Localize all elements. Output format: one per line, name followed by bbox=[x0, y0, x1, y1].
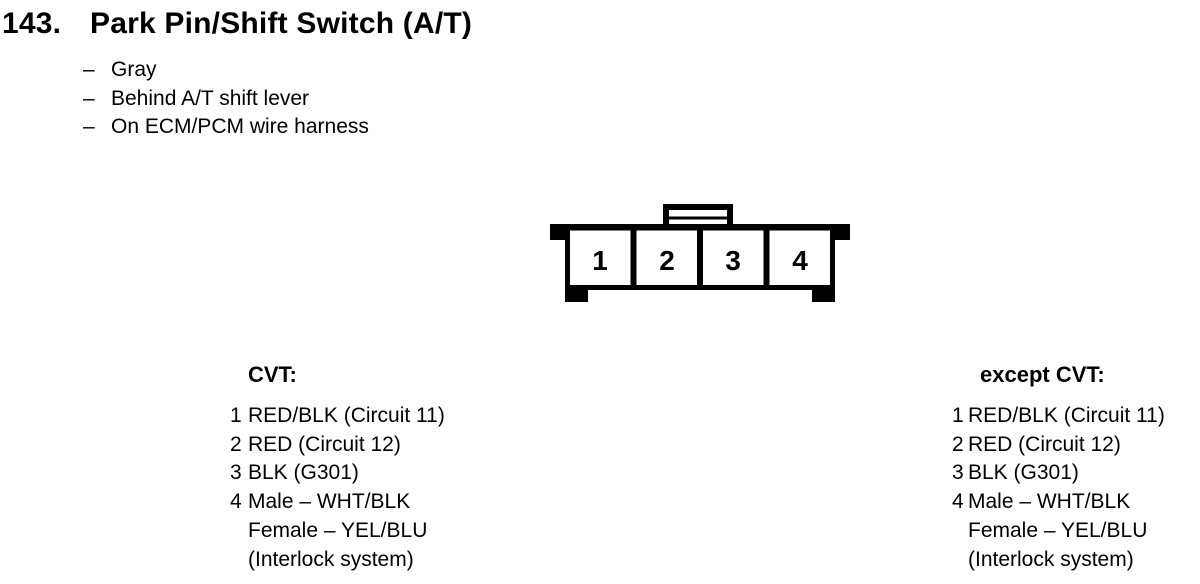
pin-list-row: 4 Male – WHT/BLK Female – YEL/BLU (Inter… bbox=[952, 488, 1165, 574]
pin-cavity-4-label: 4 bbox=[792, 245, 808, 276]
page-title-number: 143. bbox=[2, 7, 62, 40]
pin-number: 3 bbox=[952, 461, 964, 485]
pin-list-row: 3 BLK (G301) bbox=[230, 459, 445, 488]
bullet-note: – On ECM/PCM wire harness bbox=[83, 113, 369, 142]
pin-list-row: 2 RED (Circuit 12) bbox=[230, 431, 445, 460]
pin-cavity-1 bbox=[570, 230, 631, 285]
page-title-text: Park Pin/Shift Switch (A/T) bbox=[90, 7, 473, 40]
pin-cavity-3 bbox=[703, 230, 764, 285]
bullet-dash: – bbox=[83, 58, 95, 81]
pin-wire-description: RED (Circuit 12) bbox=[968, 432, 1121, 456]
bullet-text: Behind A/T shift lever bbox=[111, 86, 310, 110]
cvt-heading: CVT: bbox=[248, 362, 297, 387]
pin-wire-description: RED/BLK (Circuit 11) bbox=[248, 404, 445, 427]
pin-wire-description: (Interlock system) bbox=[248, 547, 414, 571]
bullet-text: On ECM/PCM wire harness bbox=[111, 115, 369, 139]
pin-list-row: 1 RED/BLK (Circuit 11) bbox=[952, 402, 1165, 431]
pin-list-row: 1 RED/BLK (Circuit 11) bbox=[230, 402, 445, 431]
bullet-text: Gray bbox=[111, 58, 157, 81]
page-title: 143. Park Pin/Shift Switch (A/T) bbox=[2, 5, 472, 43]
pin-cavity-4 bbox=[769, 230, 830, 285]
bullet-dash: – bbox=[83, 86, 95, 110]
pin-list-row: 3 BLK (G301) bbox=[952, 459, 1165, 488]
pin-number: 1 bbox=[952, 404, 964, 427]
connector-diagram: 1 2 3 4 bbox=[550, 204, 850, 302]
pin-cavity-2-label: 2 bbox=[659, 245, 675, 276]
except-cvt-pin-list: 1 RED/BLK (Circuit 11) 2 RED (Circuit 12… bbox=[952, 402, 1165, 574]
pin-wire-description: Male – WHT/BLK bbox=[968, 490, 1131, 514]
pin-list-row: 2 RED (Circuit 12) bbox=[952, 431, 1165, 460]
pin-number: 2 bbox=[230, 432, 242, 456]
pin-wire-description: BLK (G301) bbox=[968, 461, 1079, 485]
except-cvt-heading: except CVT: bbox=[980, 362, 1105, 387]
pin-cavity-3-label: 3 bbox=[725, 245, 741, 276]
bullet-note: – Gray bbox=[83, 56, 369, 85]
connector-latch-tab-icon bbox=[663, 204, 733, 227]
cvt-pin-list: 1 RED/BLK (Circuit 11) 2 RED (Circuit 12… bbox=[230, 402, 445, 574]
pin-number: 4 bbox=[952, 490, 964, 514]
bullet-notes: – Gray – Behind A/T shift lever – On ECM… bbox=[83, 56, 369, 142]
pin-wire-description: BLK (G301) bbox=[248, 461, 359, 485]
bullet-note: – Behind A/T shift lever bbox=[83, 85, 369, 114]
pin-wire-description: Female – YEL/BLU bbox=[248, 518, 428, 542]
pin-number: 4 bbox=[230, 490, 242, 514]
pin-wire-description: RED/BLK (Circuit 11) bbox=[968, 404, 1165, 427]
bullet-dash: – bbox=[83, 115, 95, 139]
pin-cavity-2 bbox=[636, 230, 697, 285]
pin-wire-description: RED (Circuit 12) bbox=[248, 432, 401, 456]
pin-number: 2 bbox=[952, 432, 964, 456]
pin-wire-description: Female – YEL/BLU bbox=[968, 518, 1148, 542]
pin-list-row: 4 Male – WHT/BLK Female – YEL/BLU (Inter… bbox=[230, 488, 445, 574]
pin-wire-description: (Interlock system) bbox=[968, 547, 1134, 571]
pin-wire-description: Male – WHT/BLK bbox=[248, 490, 411, 514]
pin-cavity-1-label: 1 bbox=[592, 245, 608, 276]
pin-number: 3 bbox=[230, 461, 242, 485]
pin-number: 1 bbox=[230, 404, 242, 427]
